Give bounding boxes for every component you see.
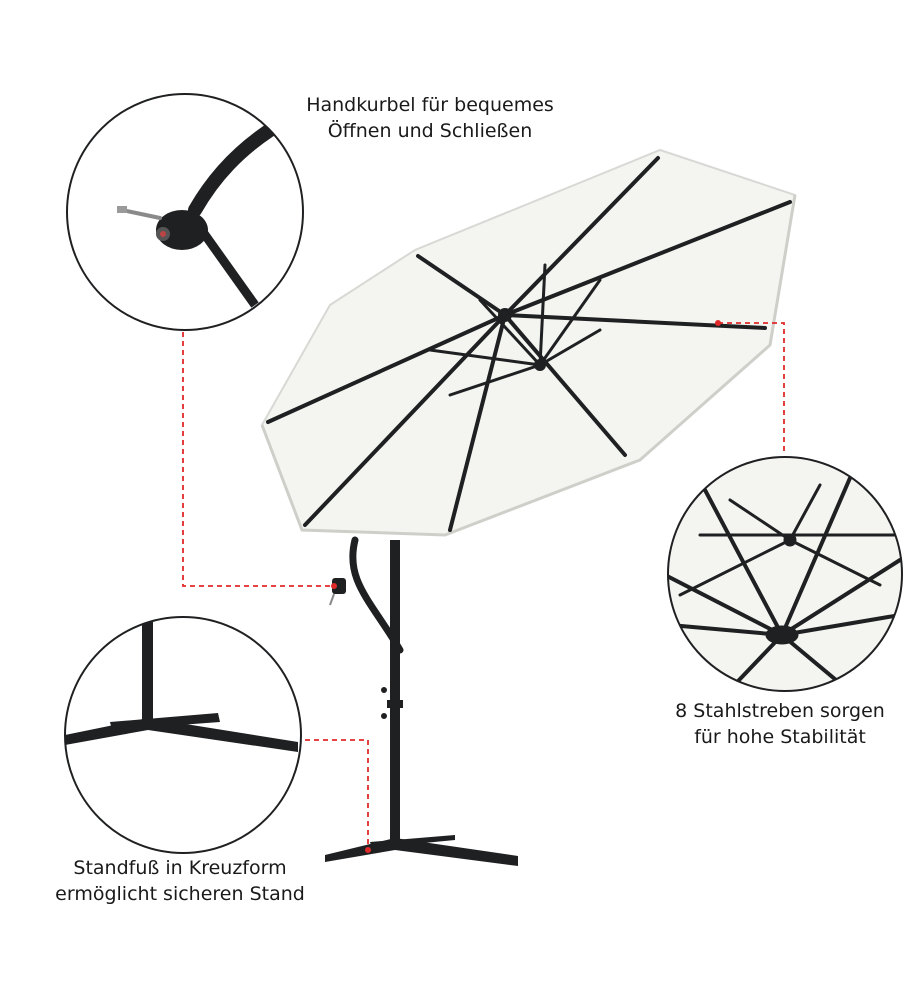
caption-ribs-line1: 8 Stahlstreben sorgen [675, 700, 885, 722]
umbrella-base [325, 835, 518, 866]
leader-base [305, 739, 369, 850]
detail-circle-crank [66, 93, 304, 331]
caption-ribs: 8 Stahlstreben sorgen für hohe Stabilitä… [650, 698, 910, 750]
leader-ribs [718, 322, 785, 452]
umbrella-pole [390, 540, 400, 845]
caption-base-line1: Standfuß in Kreuzform [73, 857, 287, 879]
leader-lines [182, 322, 785, 850]
caption-ribs-line2: für hohe Stabilität [694, 726, 866, 748]
umbrella [260, 148, 797, 866]
detail-circle-ribs [667, 456, 903, 692]
crank-housing [332, 578, 346, 594]
caption-crank-line2: Öffnen und Schließen [327, 120, 533, 142]
crank-handle [329, 593, 335, 606]
leader-crank [182, 332, 334, 587]
caption-crank: Handkurbel für bequemes Öffnen und Schli… [250, 92, 610, 144]
caption-crank-line1: Handkurbel für bequemes [306, 94, 554, 116]
detail-circle-base [64, 616, 302, 854]
umbrella-ribs [266, 156, 792, 532]
canopy-hub [498, 308, 512, 322]
caption-base-line2: ermöglicht sicheren Stand [55, 883, 305, 905]
caption-base: Standfuß in Kreuzform ermöglicht sichere… [20, 855, 340, 907]
